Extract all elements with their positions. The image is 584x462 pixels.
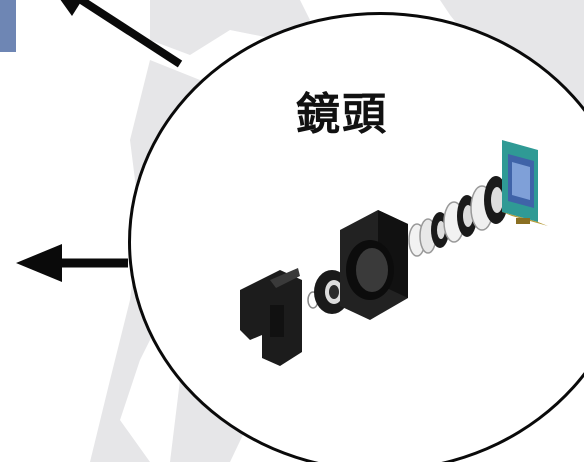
map-shape-top — [150, 0, 310, 55]
exploded-camera-lens-module-icon — [240, 140, 548, 366]
arrow-up-left — [60, 0, 183, 68]
lens-bracket — [240, 268, 302, 366]
lens-holder — [340, 210, 408, 320]
corner-tab — [0, 0, 16, 52]
arrow-left — [16, 244, 128, 282]
image-sensor-board — [502, 140, 548, 226]
lens-title: 鏡頭 — [296, 89, 388, 140]
